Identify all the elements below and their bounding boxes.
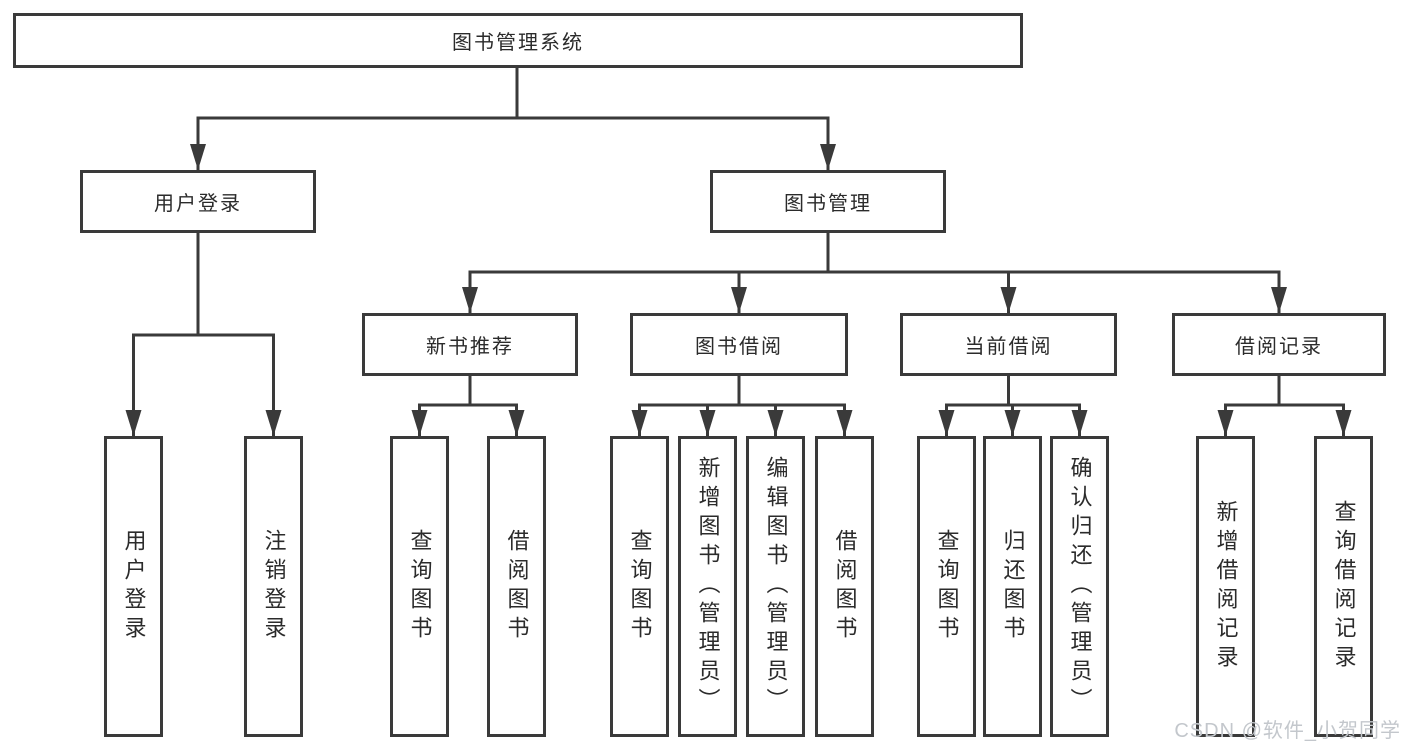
node-borrowing-records: 借阅记录 [1172, 313, 1386, 376]
node-leaf-borrow-books-2: 借阅图书 [815, 436, 874, 737]
node-book-management-system: 图书管理系统 [13, 13, 1023, 68]
node-leaf-confirm-return-admin: 确认归还（管理员） [1050, 436, 1109, 737]
node-leaf-add-books-admin: 新增图书（管理员） [678, 436, 737, 737]
node-leaf-logout: 注销登录 [244, 436, 303, 737]
node-leaf-user-login: 用户登录 [104, 436, 163, 737]
branch-book-management [462, 233, 1287, 313]
branch-borrowing-records [1217, 376, 1352, 436]
branch-current-borrowing [938, 376, 1088, 436]
node-book-management: 图书管理 [710, 170, 946, 233]
node-leaf-return-books: 归还图书 [983, 436, 1042, 737]
node-new-book-recommendation: 新书推荐 [362, 313, 578, 376]
node-leaf-edit-books-admin: 编辑图书（管理员） [746, 436, 805, 737]
node-leaf-query-books-2: 查询图书 [610, 436, 669, 737]
node-user-login: 用户登录 [80, 170, 316, 233]
node-leaf-query-borrow-record: 查询借阅记录 [1314, 436, 1373, 737]
branch-user-login [125, 233, 282, 436]
csdn-watermark: CSDN @软件_小贺同学 [1174, 720, 1401, 742]
node-book-borrowing: 图书借阅 [630, 313, 848, 376]
branch-new-book-recommendation [411, 376, 525, 436]
node-leaf-query-books-3: 查询图书 [917, 436, 976, 737]
node-leaf-query-books-1: 查询图书 [390, 436, 449, 737]
branch-book-borrowing [631, 376, 853, 436]
node-current-borrowing: 当前借阅 [900, 313, 1117, 376]
node-leaf-borrow-books-1: 借阅图书 [487, 436, 546, 737]
node-leaf-add-borrow-record: 新增借阅记录 [1196, 436, 1255, 737]
branch-root [190, 68, 836, 170]
